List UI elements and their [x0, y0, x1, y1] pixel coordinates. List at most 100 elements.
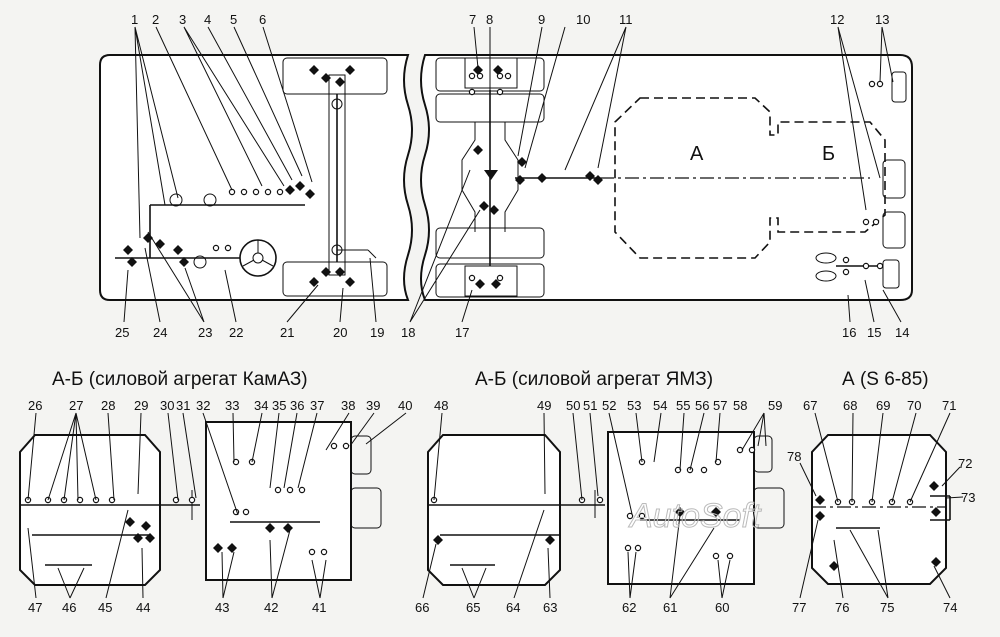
callout-17: 17: [455, 325, 469, 340]
oil-fitting-mark: [188, 496, 196, 504]
callout-73: 73: [961, 490, 975, 505]
callout-66: 66: [415, 600, 429, 615]
callout-11: 11: [619, 12, 633, 27]
oil-fitting-mark: [476, 72, 484, 80]
grease-diamond-mark: [931, 557, 941, 567]
oil-fitting-mark: [252, 188, 260, 196]
callout-48: 48: [434, 398, 448, 413]
grease-diamond-mark: [517, 157, 527, 167]
callout-63: 63: [543, 600, 557, 615]
callout-39: 39: [366, 398, 380, 413]
callout-19: 19: [370, 325, 384, 340]
oil-fitting-mark: [76, 496, 84, 504]
oil-fitting-mark: [468, 88, 476, 96]
grease-diamond-mark: [489, 205, 499, 215]
callout-5: 5: [230, 12, 237, 27]
callout-44: 44: [136, 600, 150, 615]
grease-diamond-mark: [829, 561, 839, 571]
callout-7: 7: [469, 12, 476, 27]
grease-diamond-mark: [173, 245, 183, 255]
callout-56: 56: [695, 398, 709, 413]
grease-diamond-mark: [295, 181, 305, 191]
grease-diamond-mark: [335, 77, 345, 87]
chassis-bottom-labels: 25 24 23 22 21 20 19 18 17 16 15 14: [115, 325, 909, 340]
chassis-outline: [99, 54, 913, 301]
oil-fitting-mark: [726, 552, 734, 560]
oil-fitting-mark: [638, 512, 646, 520]
oil-fitting-mark: [596, 496, 604, 504]
callout-58: 58: [733, 398, 747, 413]
callout-60: 60: [715, 600, 729, 615]
oil-fitting-mark: [862, 218, 870, 226]
grease-diamond-mark: [929, 481, 939, 491]
callout-53: 53: [627, 398, 641, 413]
oil-fitting-mark: [496, 274, 504, 282]
callout-74: 74: [943, 600, 957, 615]
oil-fitting-mark: [298, 486, 306, 494]
callout-9: 9: [538, 12, 545, 27]
s685-panel: [811, 434, 951, 585]
callout-21: 21: [280, 325, 294, 340]
grease-diamond-mark: [123, 245, 133, 255]
grease-diamond-mark: [479, 201, 489, 211]
oil-fitting-mark: [496, 72, 504, 80]
oil-fitting-mark: [240, 188, 248, 196]
grease-diamond-mark: [493, 65, 503, 75]
s685-labels: 67 68 69 70 71 78 72 73 77 76 75 74: [787, 398, 975, 615]
grease-diamond-mark: [227, 543, 237, 553]
kamaz-panel: [19, 421, 382, 586]
callout-2: 2: [152, 12, 159, 27]
oil-fitting-mark: [842, 256, 850, 264]
oil-fitting-mark: [736, 446, 744, 454]
grease-diamond-mark: [133, 533, 143, 543]
callout-20: 20: [333, 325, 347, 340]
grease-diamond-mark: [335, 267, 345, 277]
grease-diamond-mark: [321, 267, 331, 277]
callout-23: 23: [198, 325, 212, 340]
grease-diamond-mark: [675, 507, 685, 517]
watermark: AutoSoft: [628, 497, 762, 535]
callout-70: 70: [907, 398, 921, 413]
grease-diamond-mark: [309, 277, 319, 287]
grease-diamond-mark: [473, 65, 483, 75]
callout-50: 50: [566, 398, 580, 413]
grease-diamond-mark: [179, 257, 189, 267]
oil-fitting-mark: [712, 552, 720, 560]
grease-diamond-mark: [545, 535, 555, 545]
callout-57: 57: [713, 398, 727, 413]
grease-diamond-mark: [515, 175, 525, 185]
oil-fitting-mark: [714, 458, 722, 466]
callout-47: 47: [28, 600, 42, 615]
callout-64: 64: [506, 600, 520, 615]
cooling-fan: [815, 71, 907, 289]
callout-12: 12: [830, 12, 844, 27]
oil-fitting-mark: [286, 486, 294, 494]
callout-1: 1: [131, 12, 138, 27]
oil-fitting-mark: [264, 188, 272, 196]
grease-diamond-mark: [213, 543, 223, 553]
callout-75: 75: [880, 600, 894, 615]
oil-fitting-mark: [224, 244, 232, 252]
grease-diamond-mark: [285, 185, 295, 195]
callout-24: 24: [153, 325, 167, 340]
kamaz-title: А-Б (силовой агрегат КамАЗ): [52, 369, 308, 390]
grease-diamond-mark: [815, 495, 825, 505]
oil-fitting-mark: [842, 268, 850, 276]
callout-65: 65: [466, 600, 480, 615]
oil-fitting-mark: [232, 458, 240, 466]
oil-fitting-mark: [876, 80, 884, 88]
callout-77: 77: [792, 600, 806, 615]
steering-linkage: [115, 193, 305, 277]
callout-67: 67: [803, 398, 817, 413]
callout-41: 41: [312, 600, 326, 615]
grease-diamond-mark: [309, 65, 319, 75]
grease-diamond-mark: [931, 507, 941, 517]
section-blocks: А Б: [515, 97, 886, 259]
callout-29: 29: [134, 398, 148, 413]
callout-61: 61: [663, 600, 677, 615]
callout-62: 62: [622, 600, 636, 615]
callout-3: 3: [179, 12, 186, 27]
oil-fitting-mark: [468, 72, 476, 80]
callout-22: 22: [229, 325, 243, 340]
